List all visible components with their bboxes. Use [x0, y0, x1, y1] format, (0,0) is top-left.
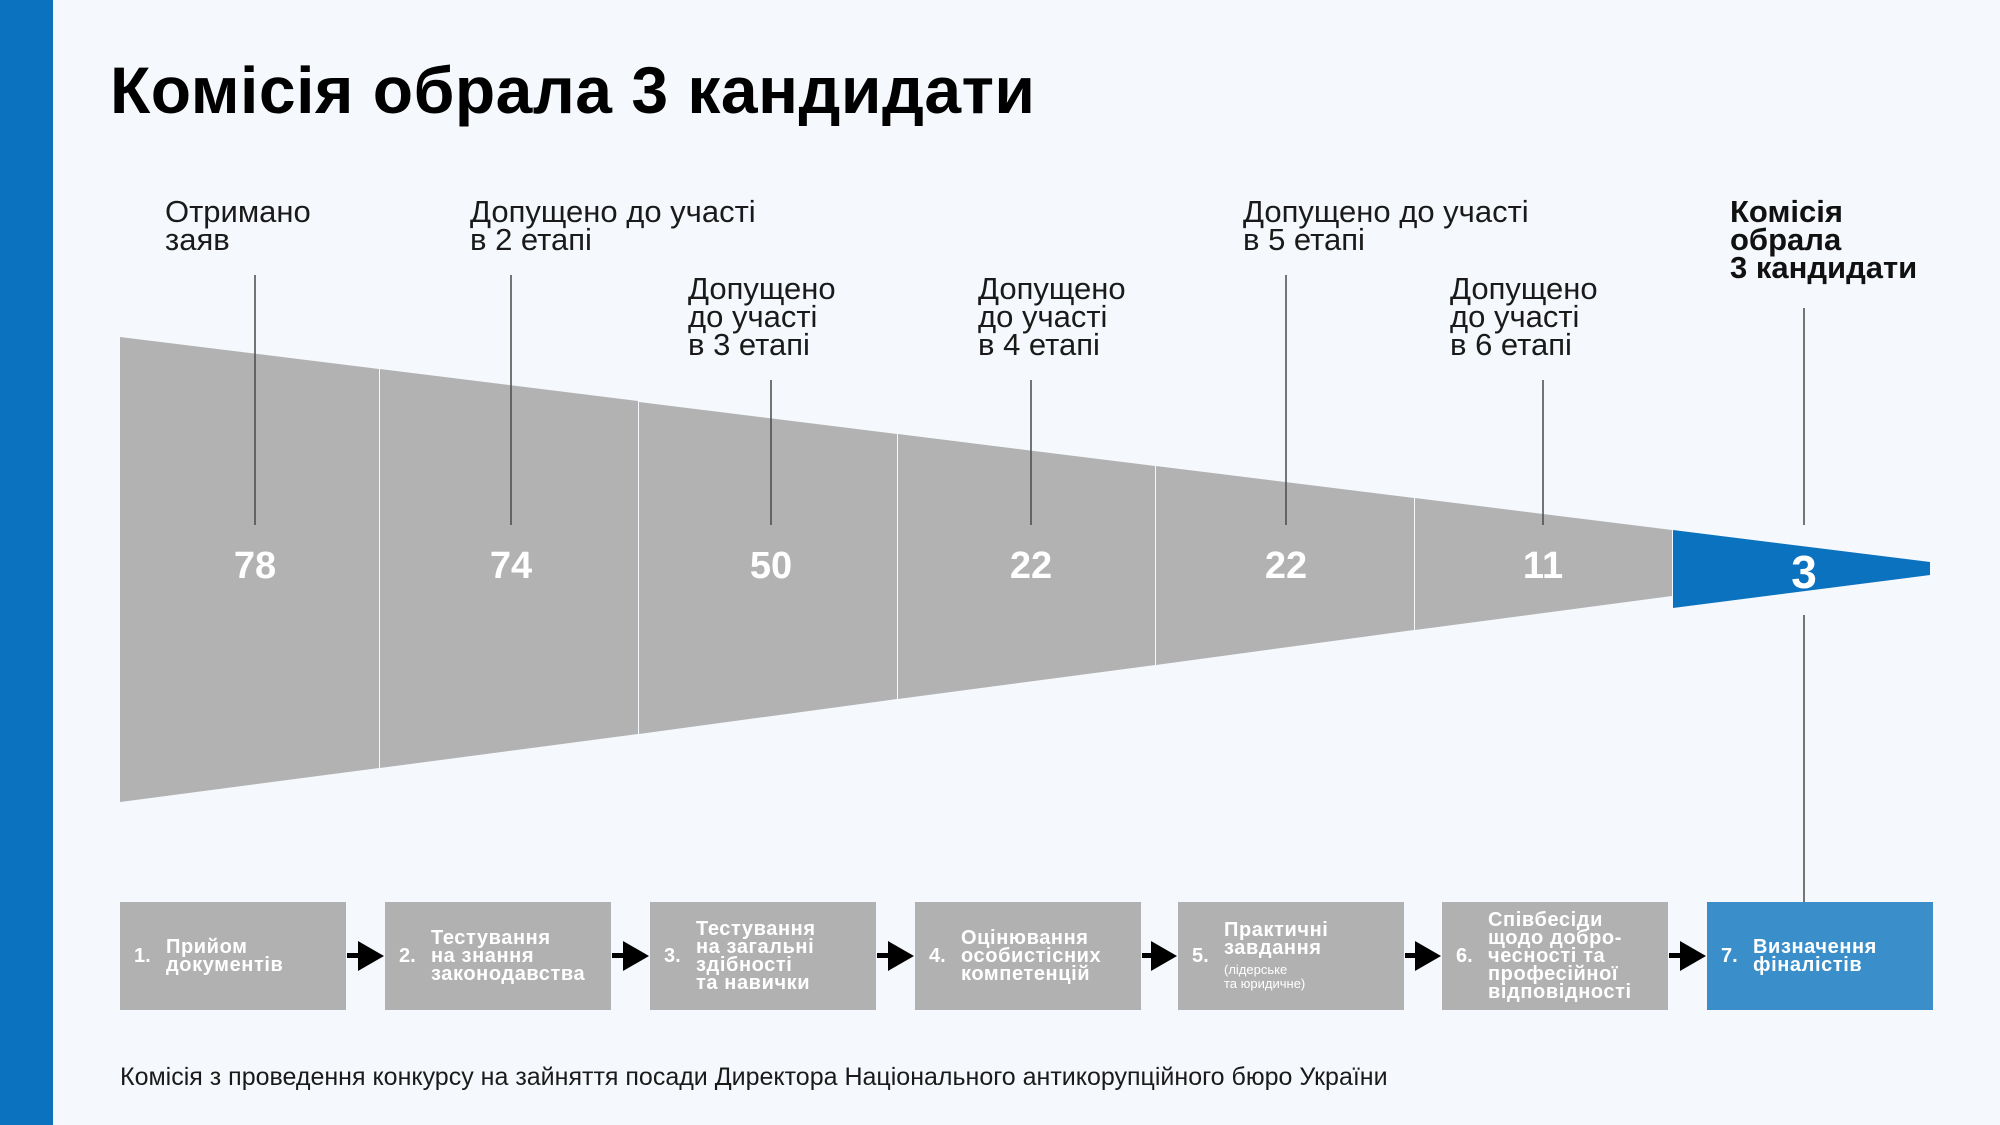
step-number: 5. [1192, 944, 1209, 967]
stage-label-1: Отримано заяв [165, 194, 311, 257]
step-box-final: 7. Визначення фіналістів [1707, 902, 1933, 1010]
step-box-3: 3. Тестування на загальні здібності та н… [650, 902, 876, 1010]
step-subtext: (лідерське та юридичне) [1224, 962, 1306, 991]
funnel-value-6: 11 [1522, 545, 1564, 587]
step-text: Практичні завдання [1224, 919, 1329, 959]
step-number: 2. [399, 944, 416, 967]
funnel-segment-final [1673, 530, 1930, 608]
funnel-segment-4 [898, 434, 1155, 699]
accent-side-bar [0, 0, 53, 1125]
funnel-value-final: 3 [1791, 546, 1817, 598]
step-text: Співбесіди щодо добро- чесності та профе… [1488, 909, 1632, 1003]
step-number: 7. [1721, 944, 1738, 967]
step-number: 1. [134, 944, 151, 967]
step-text: Тестування на знання законодавства [431, 927, 586, 985]
step-text: Визначення фіналістів [1753, 936, 1877, 976]
funnel-value-5: 22 [1264, 545, 1308, 587]
step-box-1: 1. Прийом документів [120, 902, 346, 1010]
step-box-2: 2. Тестування на знання законодавства [385, 902, 611, 1010]
stage-label-5: Допущено до участі в 5 етапі [1243, 194, 1529, 257]
step-box-5: 5. Практичні завдання (лідерське та юрид… [1178, 902, 1404, 1010]
funnel-segment-2 [380, 369, 638, 768]
step-box-6: 6. Співбесіди щодо добро- чесності та пр… [1442, 902, 1668, 1010]
funnel-value-2: 74 [489, 545, 533, 587]
funnel-segment-6 [1415, 498, 1672, 630]
stage-label-final: Комісія обрала 3 кандидати [1730, 194, 1918, 285]
funnel-value-3: 50 [749, 545, 793, 587]
funnel-value-1: 78 [233, 545, 277, 587]
stage-label-4: Допущено до участі в 4 етапі [978, 271, 1126, 362]
step-text: Тестування на загальні здібності та нави… [696, 918, 816, 994]
step-text: Оцінювання особистісних компетенцій [961, 927, 1102, 985]
step-number: 4. [929, 944, 946, 967]
page-title: Комісія обрала 3 кандидати [110, 53, 1036, 127]
arrow-icon [347, 941, 1706, 971]
stage-label-2: Допущено до участі в 2 етапі [470, 194, 756, 257]
footer-caption: Комісія з проведення конкурсу на зайнятт… [120, 1063, 1388, 1091]
funnel-segment-3 [639, 402, 897, 734]
step-number: 3. [664, 944, 681, 967]
funnel-segment-1 [120, 337, 379, 802]
stage-label-3: Допущено до участі в 3 етапі [688, 271, 836, 362]
step-text: Прийом документів [166, 936, 284, 976]
step-number: 6. [1456, 944, 1473, 967]
funnel-segment-5 [1156, 466, 1414, 665]
stage-label-6: Допущено до участі в 6 етапі [1450, 271, 1598, 362]
funnel-value-4: 22 [1009, 545, 1053, 587]
step-box-4: 4. Оцінювання особистісних компетенцій [915, 902, 1141, 1010]
